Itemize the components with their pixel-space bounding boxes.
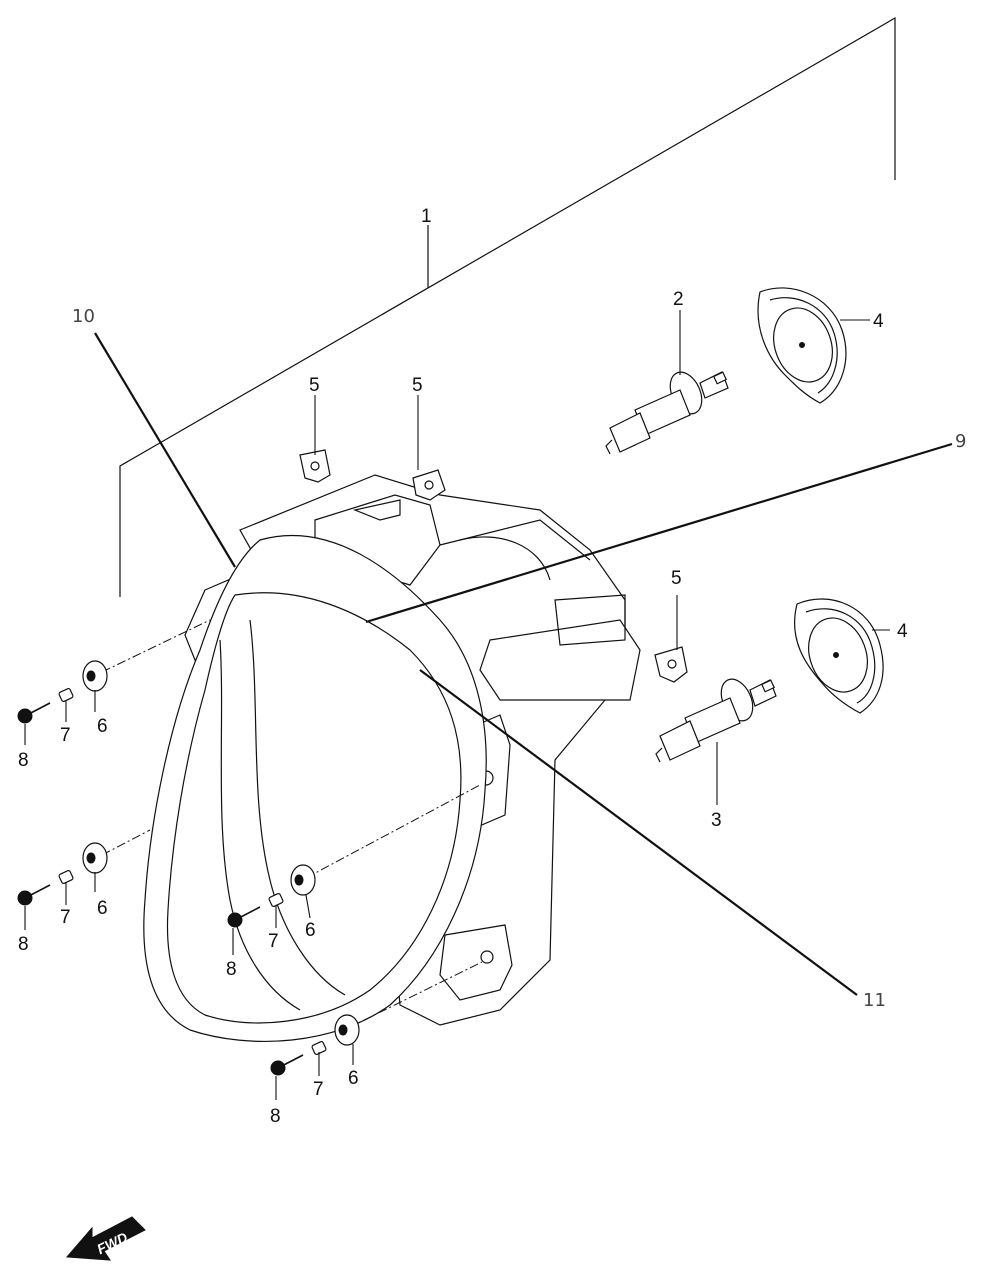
callout-4-lower: 4 bbox=[897, 621, 908, 642]
callout-5-right: 5 bbox=[671, 568, 682, 589]
callout-11: 11 bbox=[863, 990, 886, 1011]
callout-6-a: 6 bbox=[97, 716, 108, 737]
dust-cover-upper bbox=[757, 287, 847, 404]
fwd-label: FWD bbox=[94, 1229, 130, 1257]
callout-8-d: 8 bbox=[270, 1106, 281, 1127]
clip-center bbox=[412, 469, 446, 501]
callout-8-c: 8 bbox=[226, 959, 237, 980]
callout-7-d: 7 bbox=[313, 1079, 324, 1100]
grommet-1 bbox=[82, 660, 108, 692]
screw-1 bbox=[17, 702, 51, 724]
collar-4 bbox=[311, 1040, 327, 1056]
callout-10: 10 bbox=[72, 306, 95, 327]
leader-lines bbox=[24, 310, 953, 1100]
collar-3 bbox=[268, 892, 284, 908]
callout-2: 2 bbox=[673, 289, 684, 310]
screw-2 bbox=[17, 884, 51, 906]
callout-4-upper: 4 bbox=[873, 311, 884, 332]
assembly-bracket bbox=[119, 16, 896, 597]
callout-8-b: 8 bbox=[18, 934, 29, 955]
callout-labels: 1 2 3 4 4 5 5 5 6 6 6 6 7 7 7 7 8 8 8 8 … bbox=[18, 206, 966, 1127]
clip-left bbox=[299, 449, 331, 483]
callout-7-c: 7 bbox=[268, 931, 279, 952]
callout-6-c: 6 bbox=[305, 920, 316, 941]
callout-8-a: 8 bbox=[18, 750, 29, 771]
screw-4 bbox=[270, 1054, 304, 1076]
dust-cover-lower bbox=[794, 598, 884, 714]
callout-6-b: 6 bbox=[97, 898, 108, 919]
callout-5-center: 5 bbox=[412, 375, 423, 396]
collar-1 bbox=[58, 687, 74, 703]
callout-9: 9 bbox=[955, 431, 966, 452]
callout-7-a: 7 bbox=[60, 725, 71, 746]
grommet-2 bbox=[82, 842, 108, 874]
bulb-upper bbox=[605, 371, 729, 455]
grommet-3 bbox=[290, 864, 316, 896]
clip-right bbox=[654, 646, 688, 683]
callout-1: 1 bbox=[421, 206, 432, 227]
callout-5-left: 5 bbox=[309, 375, 320, 396]
collar-2 bbox=[58, 869, 74, 885]
headlight-housing bbox=[143, 474, 641, 1042]
callout-6-d: 6 bbox=[348, 1068, 359, 1089]
callout-7-b: 7 bbox=[60, 907, 71, 928]
fwd-arrow-icon: FWD bbox=[65, 1216, 146, 1261]
mounting-alignment-lines bbox=[101, 619, 483, 1029]
callout-3: 3 bbox=[711, 810, 722, 831]
grommet-4 bbox=[334, 1014, 360, 1046]
bulb-lower bbox=[655, 678, 777, 763]
screw-3 bbox=[227, 906, 261, 928]
